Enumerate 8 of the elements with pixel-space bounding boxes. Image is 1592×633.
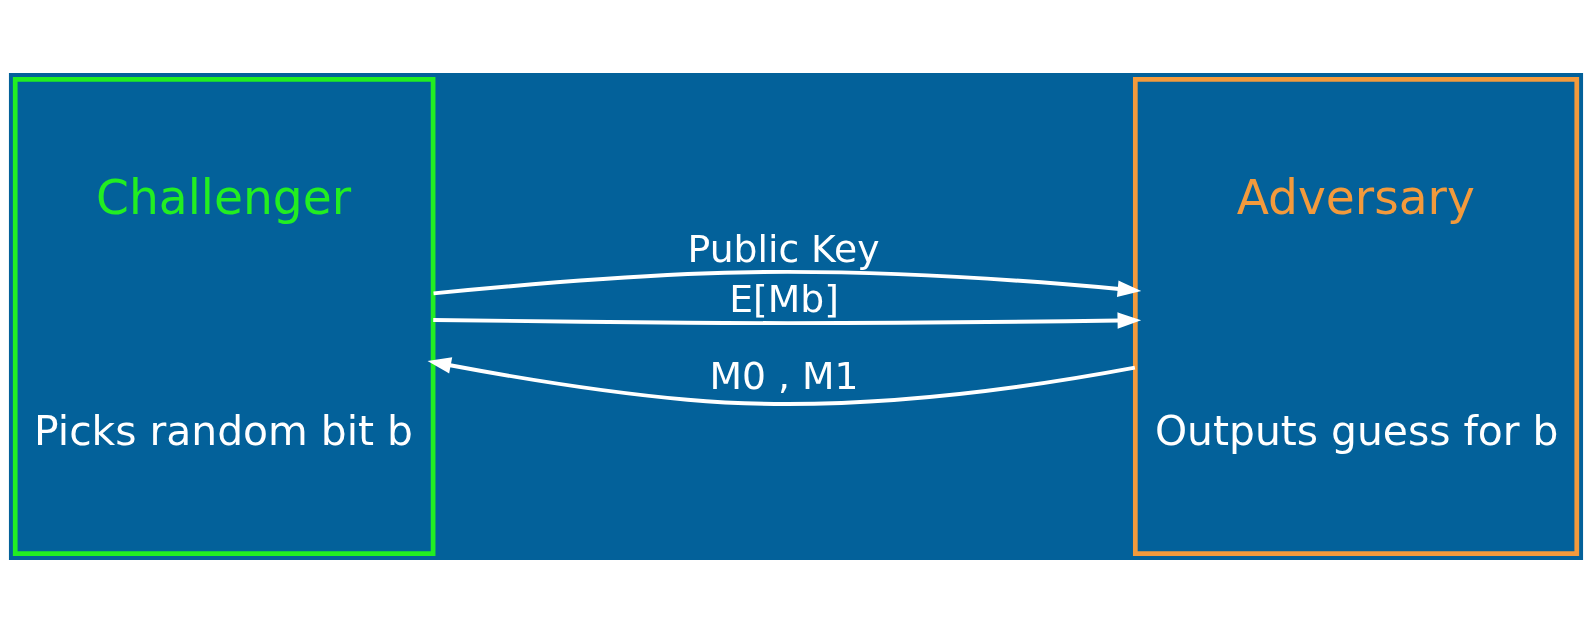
node-box: Challenger Picks random bit b (12, 76, 436, 557)
arrow (427, 357, 1136, 406)
arrow (433, 270, 1142, 298)
edge-label: E[Mb] (729, 277, 839, 322)
edge-label: M0 , M1 (709, 354, 859, 399)
node-box: Adversary Outputs guess for b (1132, 76, 1580, 557)
edge-label: Public Key (687, 226, 880, 271)
arrow (433, 312, 1142, 329)
